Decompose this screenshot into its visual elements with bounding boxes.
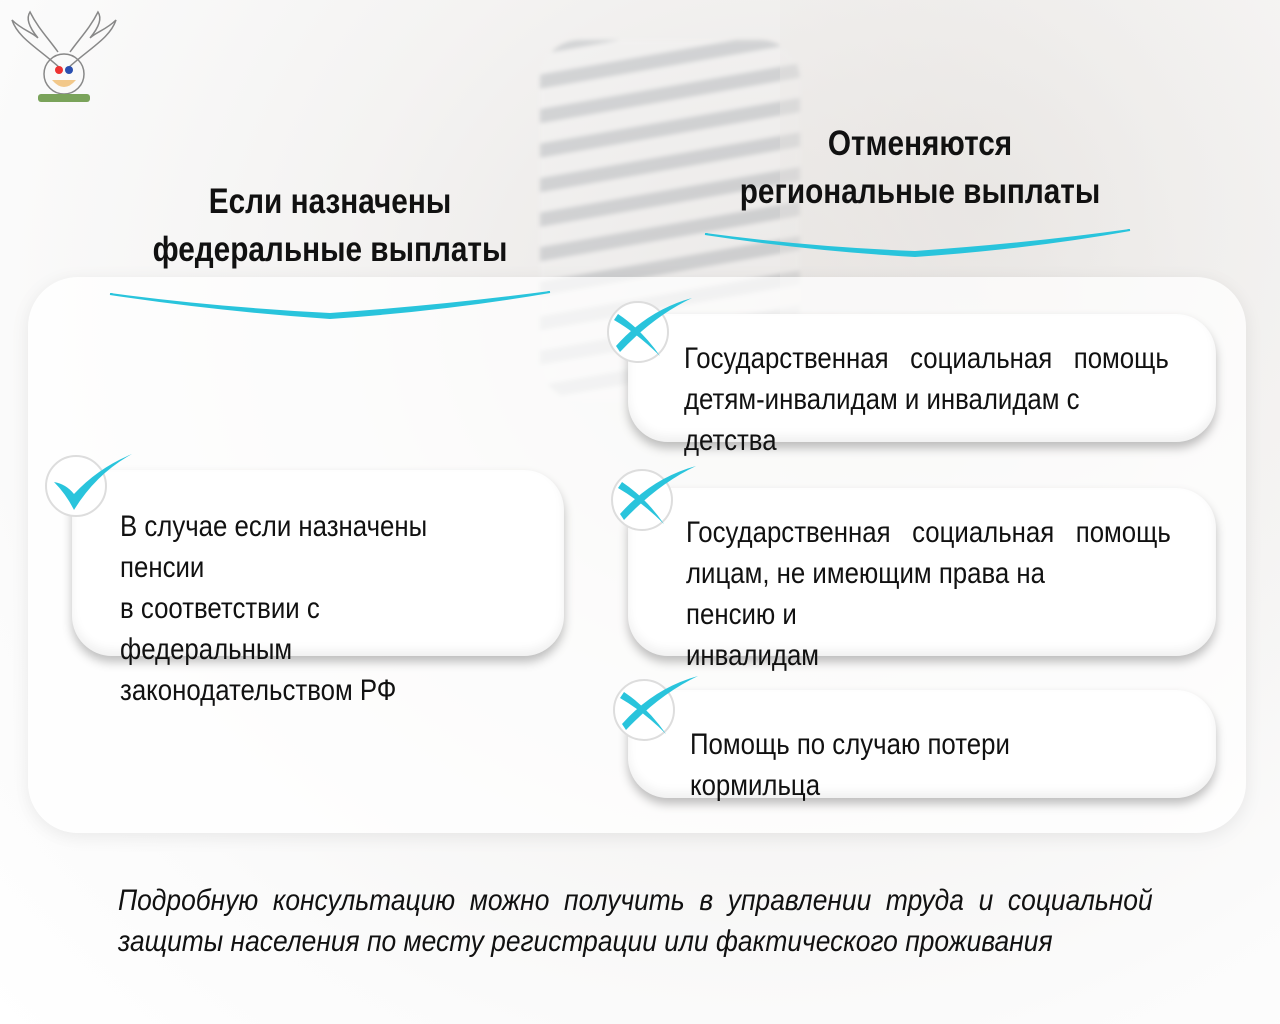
footer-note: Подробную консультацию можно получить в …	[118, 880, 1164, 962]
right-item-card-3: Помощь по случаю потери кормильца	[628, 690, 1216, 802]
footer-line1: Подробную консультацию можно получить в …	[118, 884, 1153, 917]
cross-icon	[607, 298, 692, 363]
right-item-card-2: Государственная социальная помощь лицам,…	[628, 488, 1216, 672]
left-item-line1: В случае если назначены пенсии	[120, 510, 428, 584]
right-heading-line1: Отменяются	[827, 124, 1013, 163]
left-item-line3: законодательством РФ	[120, 674, 397, 707]
left-item-line2: в соответствии с федеральным	[120, 592, 320, 666]
right-item-1-line2: детям-инвалидам и инвалидам с детства	[684, 383, 1080, 457]
left-heading: Если назначены федеральные выплаты	[143, 178, 517, 274]
right-item-2-line1: Государственная социальная помощь	[686, 516, 1171, 549]
check-icon	[45, 454, 132, 517]
emblem-logo	[11, 10, 117, 102]
right-item-3-line1: Помощь по случаю потери кормильца	[690, 728, 1010, 802]
right-item-2-line3: инвалидам	[686, 639, 820, 672]
left-heading-line1: Если назначены	[208, 182, 452, 221]
left-item-card: В случае если назначены пенсии в соответ…	[72, 470, 564, 707]
right-heading-underline	[704, 229, 1131, 258]
right-item-1-line1: Государственная социальная помощь	[684, 342, 1169, 375]
cross-icon	[613, 676, 698, 741]
right-heading-line2: региональные выплаты	[739, 172, 1101, 211]
right-item-2-line2: лицам, не имеющим права на пенсию и	[686, 557, 1046, 631]
left-heading-line2: федеральные выплаты	[152, 230, 508, 269]
right-item-card-1: Государственная социальная помощь детям-…	[628, 314, 1216, 457]
right-heading: Отменяются региональные выплаты	[733, 120, 1107, 216]
footer-line2: защиты населения по месту регистрации ил…	[118, 925, 1053, 958]
left-heading-underline	[109, 291, 551, 320]
cross-icon	[611, 466, 696, 531]
